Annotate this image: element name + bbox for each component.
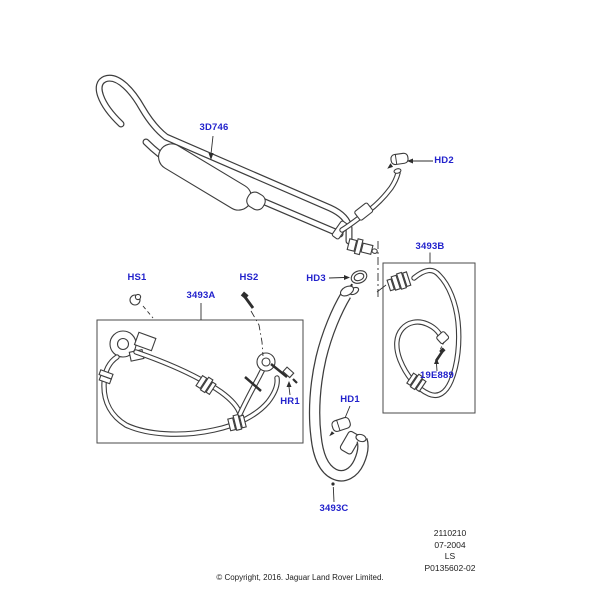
hose-3493c-drawing [308, 270, 369, 503]
hose-end-fitting [386, 271, 412, 292]
hose-3493a-drawing [96, 303, 304, 444]
detail-box-3493b [382, 262, 476, 414]
drawing-info-plate: 2110210 07-2004 LS P0135602-02 [400, 528, 500, 574]
hs2-screw-icon [240, 291, 264, 357]
detail-box-3493a [96, 319, 304, 444]
hd3-clip-icon [348, 270, 368, 289]
plate-sheet-number: P0135602-02 [424, 562, 476, 573]
callout-hd3[interactable]: HD3 [306, 273, 326, 284]
hd2-clip-icon [387, 152, 409, 169]
plate-model-code: LS [444, 551, 456, 561]
screw-19e889-icon [434, 341, 446, 362]
cooler-end-cap [246, 191, 266, 211]
callout-3d746[interactable]: 3D746 [199, 122, 229, 133]
hose-stub [339, 430, 361, 455]
cooler-outlet-fitting [346, 238, 378, 256]
hose-3493b-drawing [376, 252, 476, 414]
callout-hr1[interactable]: HR1 [280, 396, 300, 407]
hs1-screw-icon [129, 293, 154, 319]
callout-3493c[interactable]: 3493C [319, 503, 349, 514]
cooler-tube-assembly-drawing [95, 74, 378, 256]
callout-3493a[interactable]: 3493A [186, 290, 216, 301]
hd1-clip-icon [329, 416, 351, 437]
callout-hs2[interactable]: HS2 [239, 272, 259, 283]
copyright-note: © Copyright, 2016. Jaguar Land Rover Lim… [216, 573, 384, 582]
callout-19e889[interactable]: 19E889 [420, 370, 454, 381]
hd2-hose-drawing [339, 152, 409, 233]
hr1-oring-icon [282, 366, 295, 379]
plate-date: 07-2004 [434, 539, 466, 550]
callout-3493b[interactable]: 3493B [415, 241, 445, 252]
plate-drawing-number: 2110210 [433, 528, 467, 538]
callout-hd1[interactable]: HD1 [340, 394, 360, 405]
callout-hd2[interactable]: HD2 [434, 155, 454, 166]
callout-hs1[interactable]: HS1 [127, 272, 147, 283]
